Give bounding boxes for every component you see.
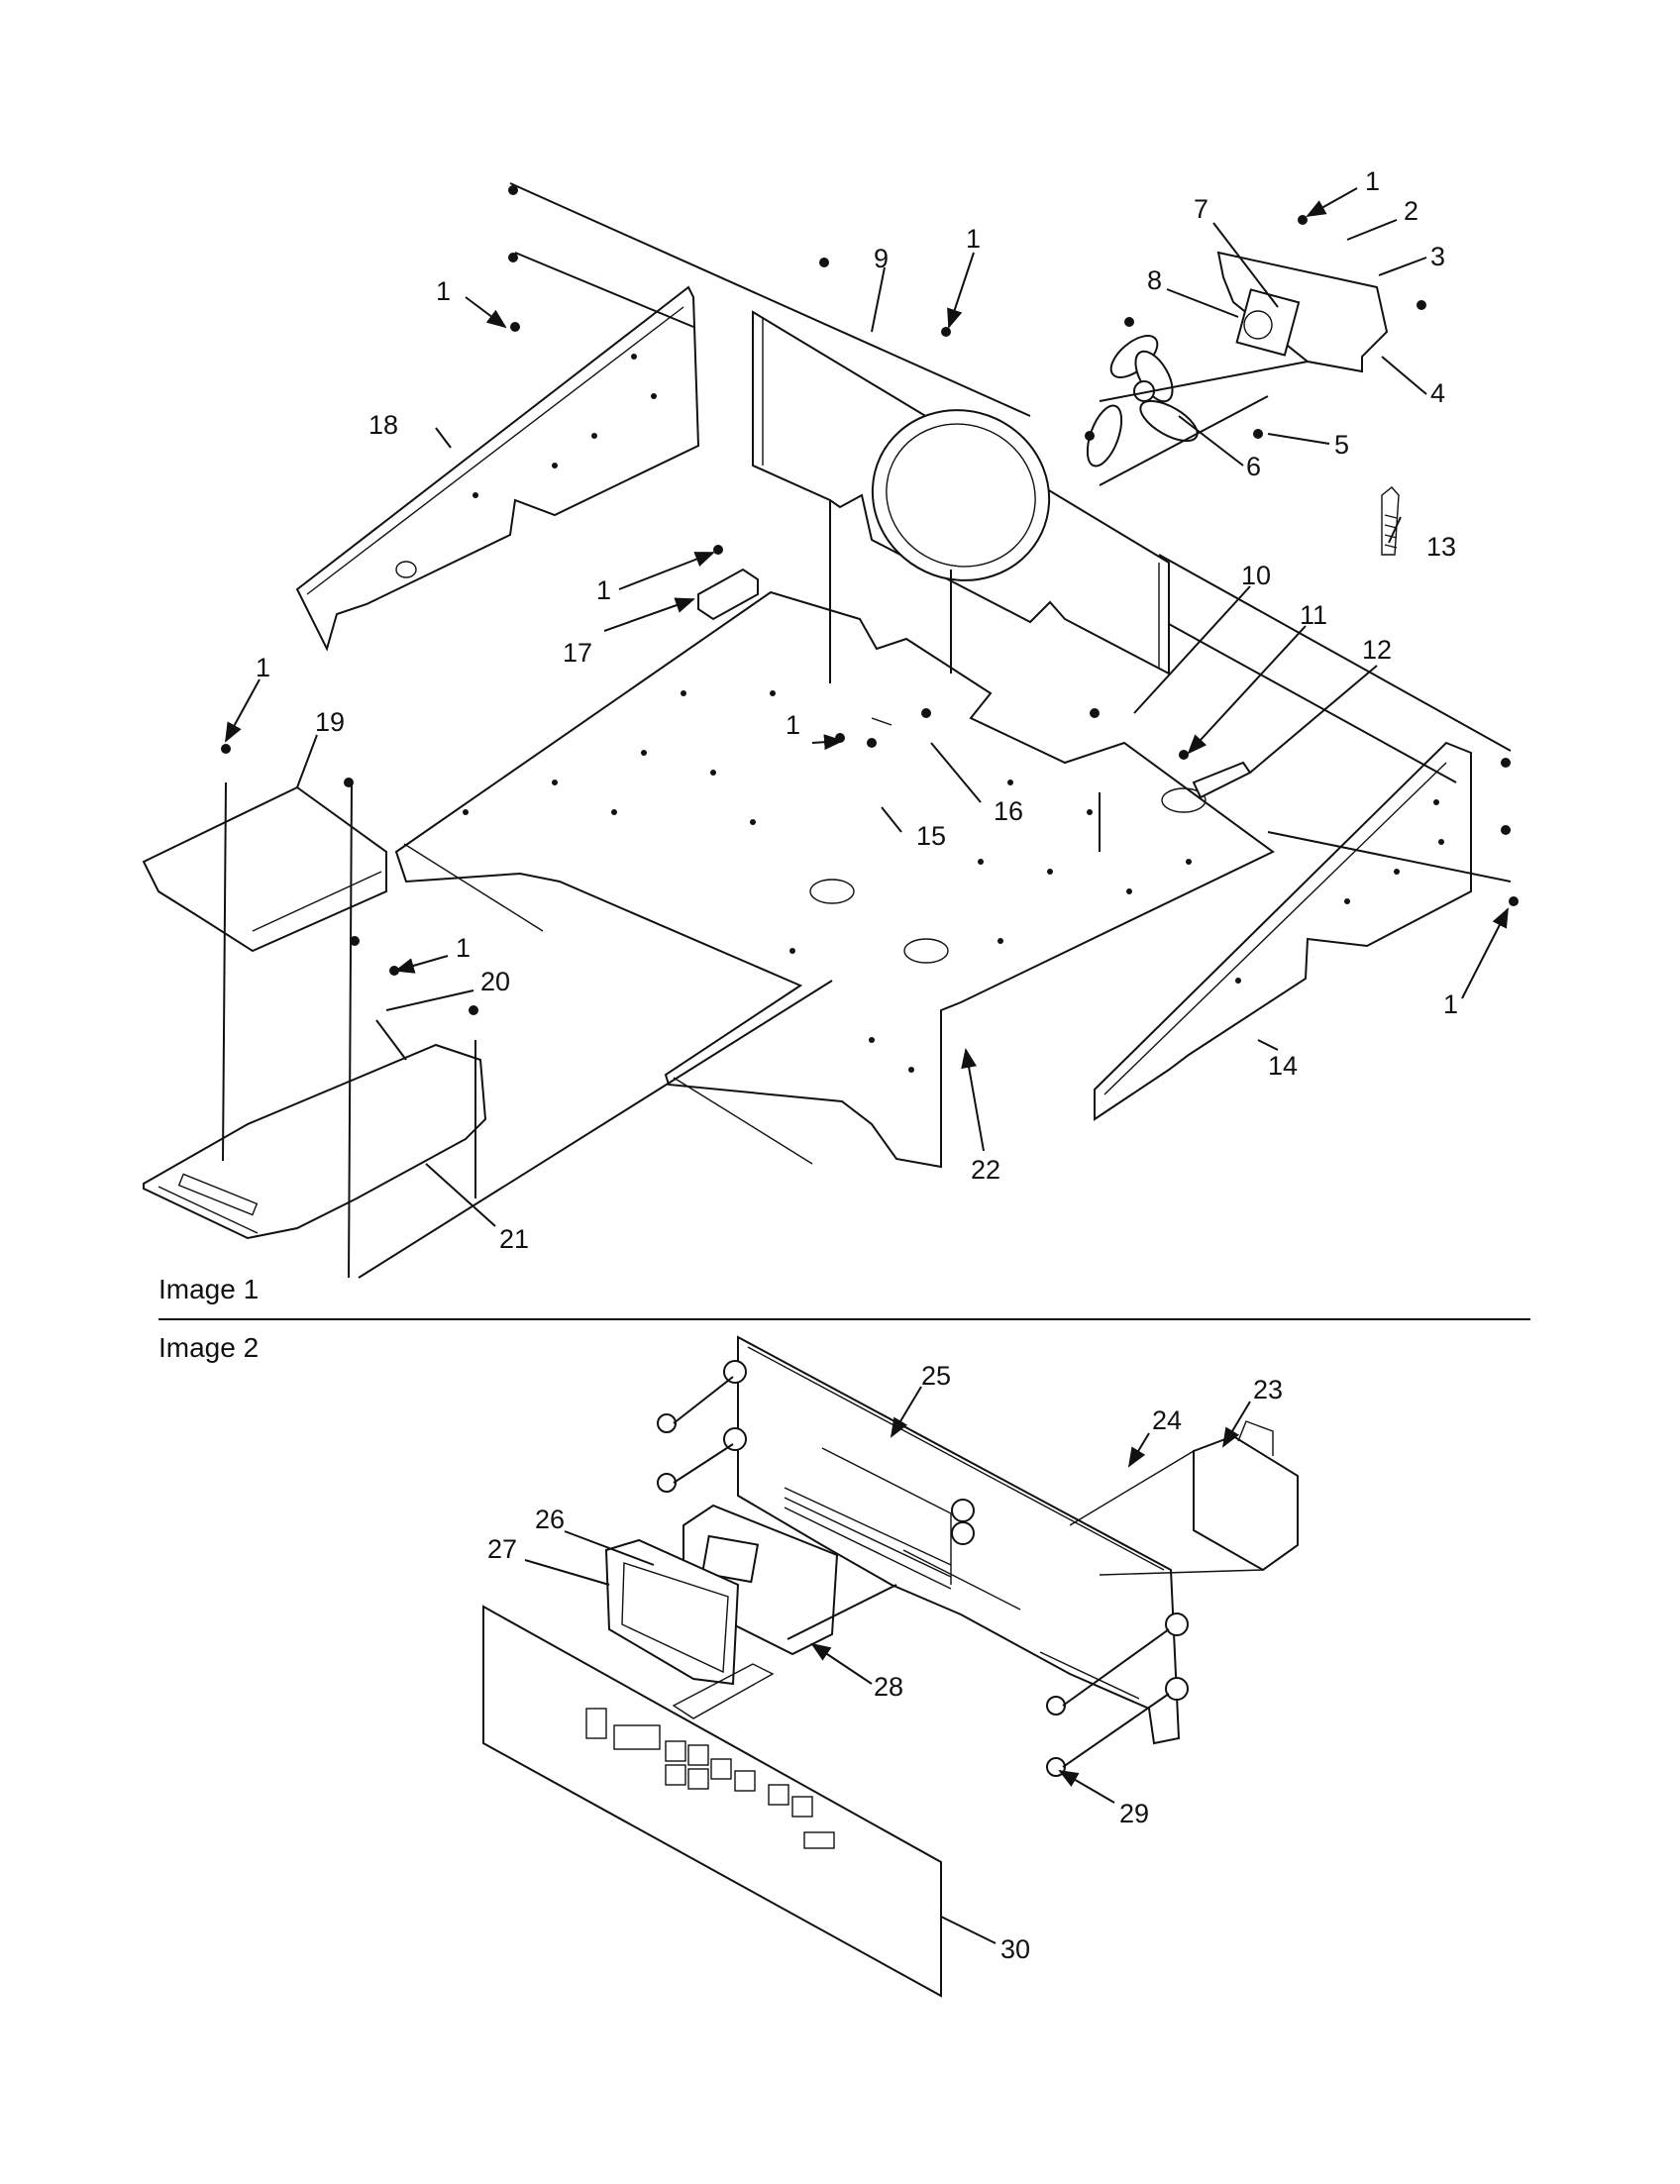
callout-12: 12 <box>1362 635 1392 665</box>
callout-1-h: 1 <box>786 710 800 740</box>
projection-lines <box>222 182 1512 1279</box>
callout-2: 2 <box>1404 196 1418 226</box>
terminal-block <box>697 568 759 621</box>
callout-11: 11 <box>1300 600 1327 630</box>
callout-4: 4 <box>1430 378 1445 408</box>
callout-9: 9 <box>874 244 889 273</box>
base-plate <box>394 590 1275 1169</box>
callout-numbers-image-1: 1 2 3 4 5 6 7 8 9 1 1 18 1 17 10 11 12 1… <box>256 166 1458 1254</box>
callout-24: 24 <box>1152 1405 1182 1435</box>
image-1-assembly: 1 2 3 4 5 6 7 8 9 1 1 18 1 17 10 11 12 1… <box>142 166 1519 1279</box>
callout-28: 28 <box>874 1672 903 1702</box>
spring-part <box>1381 486 1400 556</box>
callout-1-e: 1 <box>1443 989 1458 1019</box>
callout-15: 15 <box>916 821 946 851</box>
callout-16: 16 <box>994 796 1023 826</box>
callout-10: 10 <box>1241 561 1271 590</box>
right-side-bracket <box>1094 741 1472 1121</box>
callout-3: 3 <box>1430 242 1445 271</box>
callout-17: 17 <box>563 638 592 668</box>
callout-30: 30 <box>1000 1934 1030 1964</box>
display-window <box>604 1538 740 1686</box>
heat-shield <box>142 785 387 953</box>
callout-8: 8 <box>1147 265 1162 295</box>
rear-panel <box>752 310 1170 676</box>
left-side-bracket <box>295 285 700 652</box>
callout-1-g: 1 <box>456 933 471 963</box>
callout-18: 18 <box>368 410 398 440</box>
callout-19: 19 <box>315 707 345 737</box>
callout-23: 23 <box>1253 1375 1283 1404</box>
callout-1-c: 1 <box>436 276 451 306</box>
callout-25: 25 <box>921 1361 951 1391</box>
fan-motor-assembly <box>1216 251 1389 373</box>
callout-26: 26 <box>535 1505 565 1534</box>
callout-20: 20 <box>480 967 510 996</box>
callout-5: 5 <box>1334 430 1349 460</box>
callout-22: 22 <box>971 1155 1000 1185</box>
callout-14: 14 <box>1268 1051 1298 1081</box>
panel-fasteners <box>657 1360 1189 1777</box>
bottom-tray <box>143 1043 487 1240</box>
sensor-clip <box>1192 761 1252 799</box>
callout-6: 6 <box>1246 452 1261 481</box>
callout-21: 21 <box>499 1224 529 1254</box>
image-2-assembly: 23 24 25 26 27 28 29 30 <box>482 1335 1299 1998</box>
callout-7: 7 <box>1194 194 1208 224</box>
image-2-label: Image 2 <box>158 1332 260 1363</box>
callout-13: 13 <box>1426 532 1456 562</box>
callout-numbers-image-2: 23 24 25 26 27 28 29 30 <box>487 1361 1283 1964</box>
callout-1-a: 1 <box>1365 166 1380 196</box>
image-1-label: Image 1 <box>158 1274 260 1304</box>
callout-1-d: 1 <box>596 575 611 605</box>
callout-leaders-image-1 <box>225 187 1509 1227</box>
callout-1-f: 1 <box>256 653 270 682</box>
callout-1-b: 1 <box>966 224 981 254</box>
callout-29: 29 <box>1119 1799 1149 1828</box>
front-overlay <box>482 1605 942 1998</box>
callout-leaders-image-2 <box>524 1386 1251 1944</box>
fan-blade <box>1086 335 1199 468</box>
callout-27: 27 <box>487 1534 517 1564</box>
